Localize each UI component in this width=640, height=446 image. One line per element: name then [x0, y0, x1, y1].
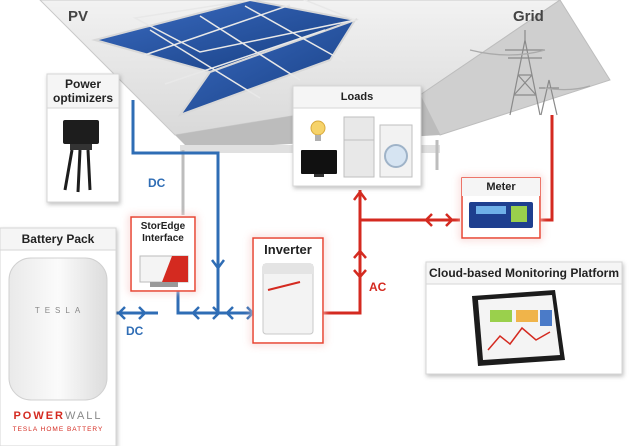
dc-label-upper: DC: [148, 176, 166, 190]
battery-pack-title: Battery Pack: [21, 232, 95, 246]
powerwall-logo-wall: WALL: [65, 410, 103, 422]
grid-label: Grid: [513, 8, 544, 25]
meter-title: Meter: [486, 181, 516, 193]
powerwall-logo: POWERWALL: [10, 410, 106, 422]
storedge-title-line1: StorEdge: [140, 221, 186, 232]
grid-transmission-towers: [469, 30, 591, 116]
inverter-device-image: [262, 263, 314, 335]
powerwall-logo-power: POWER: [13, 410, 65, 422]
dc-wiring: [115, 100, 255, 315]
dc-label-lower: DC: [126, 324, 144, 338]
loads-title: Loads: [340, 91, 374, 103]
cloud-monitoring-title: Cloud-based Monitoring Platform: [429, 266, 619, 280]
household-appliances-image: [301, 116, 413, 178]
power-optimizers-title-line1: Power: [64, 77, 101, 91]
pv-label: PV: [68, 8, 89, 25]
meter-device-image: [469, 202, 533, 228]
inverter-title: Inverter: [264, 242, 312, 257]
power-optimizers-title-line2: optimizers: [52, 91, 113, 105]
optimizer-device-image: [63, 120, 99, 193]
powerwall-brand-text: TESLA: [34, 306, 86, 315]
storedge-device-image: [139, 255, 189, 287]
ac-label: AC: [369, 280, 387, 294]
tablet-dashboard-image: [472, 290, 565, 366]
ac-wiring: [322, 115, 554, 315]
powerwall-battery-image: [8, 257, 108, 401]
storedge-title-line2: Interface: [142, 233, 184, 244]
powerwall-tagline: TESLA HOME BATTERY: [12, 426, 104, 433]
solar-panels: [91, 0, 359, 118]
